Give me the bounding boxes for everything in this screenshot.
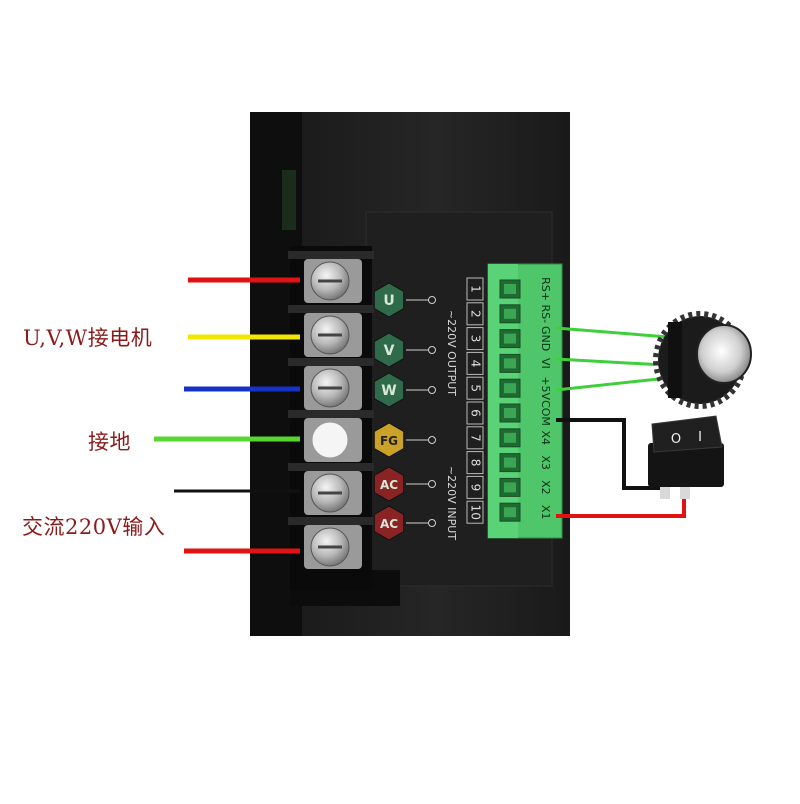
- control-terminal-label: +5V: [539, 376, 552, 400]
- leader-dot: [428, 296, 436, 304]
- terminal-number: 6: [469, 409, 483, 417]
- control-terminal-label: RS+: [539, 277, 552, 301]
- terminal-badge-u: [373, 282, 405, 318]
- ground-label: 接地: [88, 430, 131, 454]
- terminal-badge-label: V: [384, 343, 395, 359]
- terminal-badge-ac: [373, 466, 405, 502]
- leader-dot: [428, 519, 436, 527]
- terminal-number-box: [466, 451, 484, 475]
- control-screw: [504, 308, 516, 319]
- control-terminal-label: COM: [539, 400, 552, 426]
- terminal-number: 7: [469, 434, 483, 442]
- control-screw: [504, 482, 516, 493]
- terminal-divider: [288, 517, 374, 525]
- input-wires: [154, 277, 300, 554]
- terminal-number-box: [466, 500, 484, 524]
- switch-mark-off: O: [671, 432, 681, 447]
- terminal-divider: [288, 463, 374, 471]
- output-label: ~220V OUTPUT: [445, 310, 458, 396]
- terminal-badge-fg: [373, 422, 405, 458]
- control-screw: [504, 284, 516, 294]
- terminal-badges: U V W FG AC AC: [373, 282, 436, 541]
- leader-dot: [428, 436, 436, 444]
- terminal-number-box: [466, 277, 484, 301]
- terminal-badge-label: AC: [380, 478, 398, 492]
- leader-dot: [428, 480, 436, 488]
- control-screw: [504, 457, 516, 468]
- control-terminal-label: RS-: [539, 304, 552, 323]
- terminal-number-box: [466, 401, 484, 425]
- terminal-badge-label: U: [383, 293, 394, 309]
- control-terminal-label: X4: [539, 431, 552, 446]
- power-terminal-block: [288, 246, 374, 590]
- terminal-number: 9: [469, 484, 483, 492]
- terminal-number-box: [466, 351, 484, 375]
- ground-screw: [311, 421, 349, 459]
- terminal-number: 1: [469, 285, 483, 293]
- terminal-number-box: [466, 327, 484, 351]
- control-terminal-label: GND: [539, 326, 552, 351]
- ac-input-label: 交流220V输入: [22, 515, 166, 539]
- terminal-number-box: [466, 302, 484, 326]
- control-terminal-label: X3: [539, 455, 552, 470]
- terminal-divider: [288, 410, 374, 418]
- terminal-badge-v: [373, 332, 405, 368]
- terminal-number: 10: [469, 505, 483, 520]
- rocker-switch: O I: [556, 415, 724, 518]
- terminal-badge-label: FG: [380, 434, 398, 448]
- terminal-badge-w: [373, 372, 405, 408]
- terminal-number: 2: [469, 310, 483, 318]
- potentiometer: [555, 311, 752, 409]
- switch-mark-on: I: [698, 430, 702, 445]
- input-label: ~220V INPUT: [445, 466, 458, 540]
- control-screw: [504, 383, 516, 394]
- control-screw: [504, 408, 516, 418]
- control-terminal-label: X2: [539, 480, 552, 495]
- terminal-number: 3: [469, 335, 483, 343]
- terminal-badge-label: W: [381, 383, 396, 399]
- terminal-number-box: [466, 426, 484, 450]
- control-screw: [504, 358, 516, 369]
- terminal-number: 5: [469, 384, 483, 392]
- terminal-divider: [288, 358, 374, 366]
- control-screw: [504, 432, 516, 443]
- control-terminal-label: X1: [539, 505, 552, 520]
- terminal-badge-label: AC: [380, 517, 398, 531]
- terminal-number: 4: [469, 360, 483, 368]
- leader-dot: [428, 386, 436, 394]
- terminal-number-box: [466, 475, 484, 499]
- terminal-divider: [288, 251, 374, 259]
- control-screw: [504, 507, 516, 518]
- terminal-divider: [288, 305, 374, 313]
- terminal-number-box: [466, 376, 484, 400]
- motor-label: U,V,W接电机: [23, 326, 153, 350]
- terminal-number: 8: [469, 459, 483, 467]
- leader-dot: [428, 346, 436, 354]
- panel-text: ~220V OUTPUT ~220V INPUT 1 2 3 4 5 6 7 8 9 10: [445, 277, 484, 540]
- control-screw: [504, 333, 516, 344]
- control-terminal-label: VI: [539, 358, 552, 369]
- terminal-badge-ac: [373, 505, 405, 541]
